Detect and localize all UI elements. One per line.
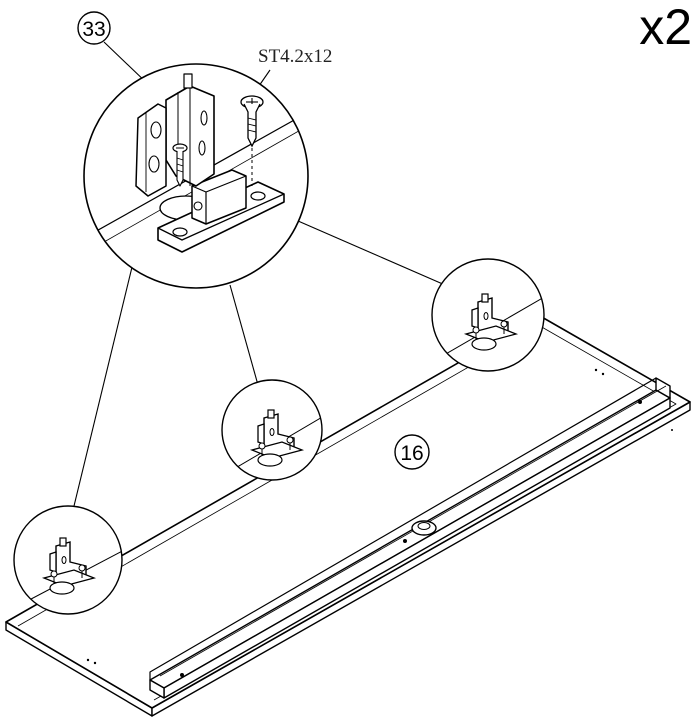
part-33-callout: 33 (77, 11, 111, 45)
door-panel (5, 315, 691, 717)
handle-rail (149, 377, 671, 699)
hinge-position-2 (221, 379, 323, 481)
screw-spec-label: ST4.2x12 (258, 46, 332, 67)
quantity-label: x2 (639, 0, 692, 55)
hinge-detail-view (83, 63, 309, 289)
hinge-position-1 (13, 505, 123, 615)
part-16-callout: 16 (394, 434, 430, 470)
screw-icon (240, 95, 264, 186)
hinge-position-3 (431, 258, 545, 372)
part-16-label: 16 (400, 442, 423, 465)
part-33-label: 33 (82, 18, 105, 41)
